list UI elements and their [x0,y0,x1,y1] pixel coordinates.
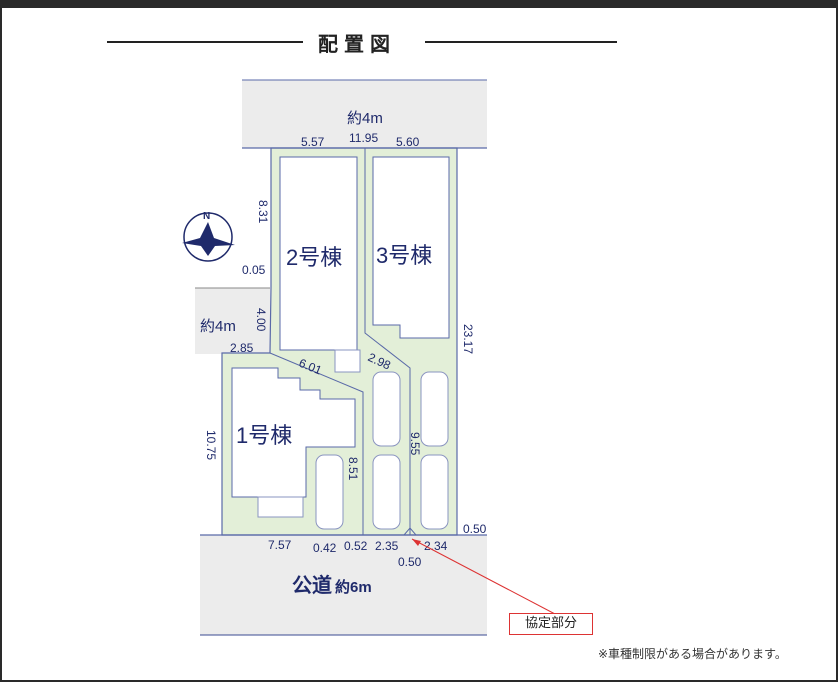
dim-bottom-3: 0.52 [344,539,368,553]
south-road-name: 公道 [292,573,332,597]
dimension-labels: 5.57 11.95 5.60 8.31 0.05 4.00 2.85 10.7… [204,131,487,569]
lot-division-2 [364,148,411,535]
north-road [242,80,487,148]
dim-left-mid: 4.00 [254,308,268,332]
west-road [195,288,270,354]
entrance-steps [257,496,304,518]
south-road-width: 約6m [335,578,372,596]
north-compass-icon: N [182,211,235,262]
building-3-label: 3号棟 [376,243,432,268]
car-icon [372,454,401,530]
dim-right: 23.17 [461,324,475,354]
dim-bottom-2: 0.42 [313,541,337,555]
callout-arrowhead [412,539,421,546]
dim-left-lower: 10.75 [204,430,218,460]
dim-top-total: 11.95 [349,131,378,145]
dim-mid-1: 8.51 [346,457,360,481]
car-icon [372,371,401,447]
dim-bottom-5: 2.34 [424,539,448,553]
dim-top-right: 5.60 [396,135,420,149]
building-1-label: 1号棟 [236,423,292,448]
north-road-width: 約4m [347,110,383,127]
parking-cars [315,371,449,530]
dim-bottom-1: 7.57 [268,538,292,552]
west-road-width: 約4m [200,318,236,335]
compass-n-label: N [203,211,210,222]
building-2-label: 2号棟 [286,245,342,270]
car-icon [315,454,344,530]
dim-left-upper: 8.31 [256,200,270,224]
agreement-area-label: 協定部分 [509,613,593,635]
porch [334,349,361,373]
dim-corner-cut-2: 0.50 [398,555,422,569]
dim-bottom-4: 2.35 [375,539,399,553]
dim-top-left: 5.57 [301,135,325,149]
corner-cut [402,527,418,536]
south-road [200,535,487,635]
building-3 [372,156,450,339]
dim-corner-cut-1: 0.50 [463,522,487,536]
dim-offset: 0.05 [242,263,266,277]
car-icon [420,371,449,447]
car-icon [420,454,449,530]
building-1 [231,367,356,498]
callout-arrow [411,538,556,615]
building-2 [279,156,358,351]
vehicle-restriction-note: ※車種制限がある場合があります。 [598,647,787,661]
page-title: 配置図 [318,32,396,56]
lot-division-1 [269,352,364,535]
dim-step: 2.85 [230,341,254,355]
dim-mid-2: 9.55 [408,432,422,456]
